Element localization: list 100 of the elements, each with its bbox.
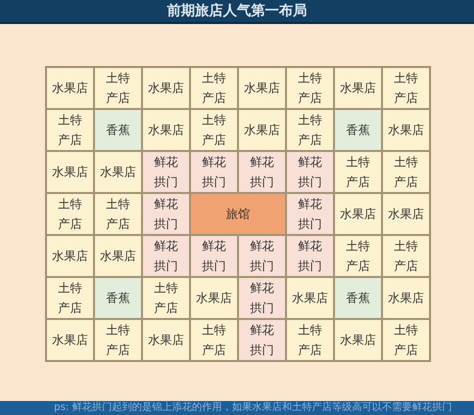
shop-cell — [46, 277, 94, 319]
shop-cell — [238, 277, 286, 319]
cell-text: 土特产店 — [346, 154, 370, 191]
cell-text: 水果店 — [52, 332, 88, 349]
shop-cell — [94, 235, 142, 277]
shop-cell — [286, 277, 334, 319]
shop-cell — [238, 151, 286, 193]
shop-cell — [190, 151, 238, 193]
cell-text: 香蕉 — [346, 290, 370, 307]
cell-text: 土特产店 — [298, 112, 322, 149]
shop-cell — [382, 67, 430, 109]
shop-cell — [238, 235, 286, 277]
cell-text: 鲜花拱门 — [202, 154, 226, 191]
shop-cell — [286, 67, 334, 109]
cell-text: 土特产店 — [202, 112, 226, 149]
cell-text: 鲜花拱门 — [298, 238, 322, 275]
shop-cell — [142, 109, 190, 151]
shop-cell — [334, 235, 382, 277]
title: 前期旅店人气第一布局 — [166, 3, 308, 19]
cell-text: 水果店 — [148, 122, 184, 139]
cell-text: 土特产店 — [58, 112, 82, 149]
shop-cell — [334, 151, 382, 193]
shop-cell — [142, 151, 190, 193]
cell-text: 土特产店 — [298, 322, 322, 359]
cell-text: 水果店 — [292, 290, 328, 307]
shop-cell — [238, 319, 286, 361]
shop-cell — [190, 67, 238, 109]
shop-cell — [382, 319, 430, 361]
shop-cell — [94, 67, 142, 109]
shop-cell — [46, 67, 94, 109]
cell-text: 土特产店 — [154, 280, 178, 317]
hotel-cell — [190, 193, 286, 235]
cell-text: 鲜花拱门 — [154, 154, 178, 191]
cell-text: 鲜花拱门 — [250, 238, 274, 275]
cell-text: 鲜花拱门 — [154, 238, 178, 275]
cell-text: 水果店 — [244, 80, 280, 97]
cell-text: 香蕉 — [106, 290, 130, 307]
cell-text: 水果店 — [340, 206, 376, 223]
cell-text: 水果店 — [148, 80, 184, 97]
shop-cell — [286, 151, 334, 193]
cell-text: 土特产店 — [106, 322, 130, 359]
cell-text: 水果店 — [52, 80, 88, 97]
cell-text: 水果店 — [52, 164, 88, 181]
cell-text: 土特产店 — [298, 70, 322, 107]
shop-cell — [46, 151, 94, 193]
cell-text: 旅馆 — [226, 206, 250, 223]
shop-cell — [142, 235, 190, 277]
shop-cell — [382, 193, 430, 235]
shop-cell — [94, 319, 142, 361]
cell-text: 水果店 — [340, 332, 376, 349]
shop-cell — [334, 109, 382, 151]
shop-cell — [286, 235, 334, 277]
cell-text: 鲜花拱门 — [298, 196, 322, 233]
shop-cell — [94, 193, 142, 235]
cell-text: 土特产店 — [106, 70, 130, 107]
note-text: 鲜花拱门起到的是锦上添花的作用，如果水果店和土特产店等级高可以不需要鲜花拱门 — [72, 402, 452, 414]
shop-cell — [334, 193, 382, 235]
shop-cell — [190, 277, 238, 319]
shop-cell — [382, 277, 430, 319]
shop-cell — [46, 235, 94, 277]
cell-text: 鲜花拱门 — [250, 322, 274, 359]
cell-text: 土特产店 — [394, 70, 418, 107]
cell-text: 土特产店 — [202, 322, 226, 359]
shop-cell — [334, 67, 382, 109]
cell-text: 水果店 — [388, 206, 424, 223]
cell-text: 土特产店 — [106, 196, 130, 233]
shop-cell — [286, 109, 334, 151]
shop-cell — [238, 67, 286, 109]
cell-text: 水果店 — [244, 122, 280, 139]
shop-cell — [382, 235, 430, 277]
cell-text: 水果店 — [100, 164, 136, 181]
cell-text: 土特产店 — [394, 238, 418, 275]
note-prefix: ps: — [54, 402, 69, 414]
cell-text: 香蕉 — [106, 122, 130, 139]
cell-text: 土特产店 — [202, 70, 226, 107]
cell-text: 鲜花拱门 — [250, 154, 274, 191]
cell-text: 水果店 — [388, 290, 424, 307]
shop-cell — [286, 319, 334, 361]
cell-text: 水果店 — [100, 248, 136, 265]
cell-text: 水果店 — [388, 122, 424, 139]
cell-text: 土特产店 — [346, 238, 370, 275]
shop-cell — [190, 235, 238, 277]
cell-text: 水果店 — [52, 248, 88, 265]
cell-text: 土特产店 — [394, 154, 418, 191]
shop-cell — [142, 277, 190, 319]
cell-text: 鲜花拱门 — [298, 154, 322, 191]
cell-text: 土特产店 — [58, 196, 82, 233]
shop-cell — [142, 193, 190, 235]
shop-cell — [46, 193, 94, 235]
shop-cell — [46, 319, 94, 361]
shop-cell — [142, 319, 190, 361]
cell-text: 水果店 — [148, 332, 184, 349]
shop-cell — [94, 151, 142, 193]
shop-cell — [190, 319, 238, 361]
shop-cell — [94, 277, 142, 319]
shop-cell — [334, 277, 382, 319]
shop-cell — [46, 109, 94, 151]
shop-cell — [286, 193, 334, 235]
shop-cell — [142, 67, 190, 109]
cell-text: 水果店 — [340, 80, 376, 97]
